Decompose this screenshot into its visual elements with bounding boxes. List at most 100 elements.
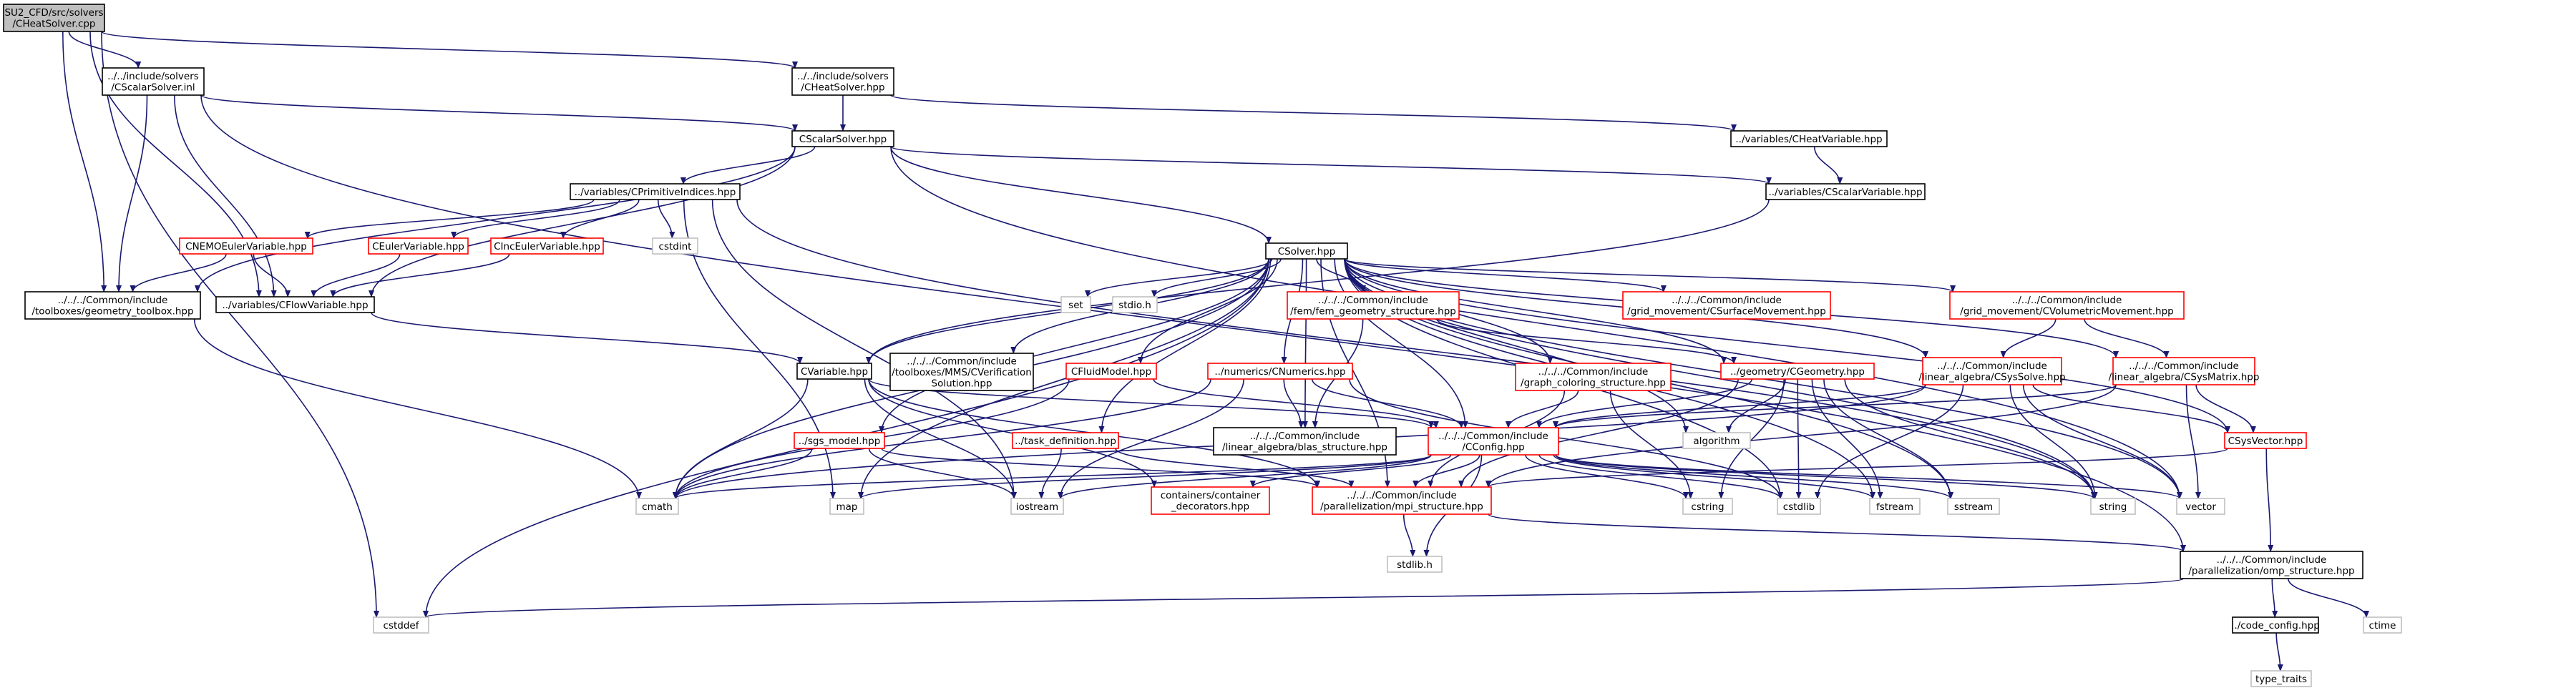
edge-scalarsolver-hpp-to-flowvariable (369, 146, 796, 298)
node-box (368, 237, 469, 255)
node-box (794, 432, 885, 449)
node-mmsverif[interactable]: ../../../Common/include/toolboxes/MMS/CV… (889, 353, 1034, 391)
node-cstdint[interactable]: cstdint (652, 237, 698, 255)
node-algorithm[interactable]: algorithm (1682, 432, 1751, 449)
node-string[interactable]: string (2090, 498, 2136, 515)
node-label: ../../../Common/include (2129, 360, 2239, 372)
node-box (1312, 486, 1492, 515)
edge-csolver-to-fluidmodel (1138, 258, 1278, 364)
node-ctime[interactable]: ctime (2363, 616, 2402, 634)
node-csolver[interactable]: CSolver.hpp (1265, 242, 1348, 260)
node-nemoeuler[interactable]: CNEMOEulerVariable.hpp (179, 237, 313, 255)
edge-sgsmodel-to-iostream (868, 448, 1017, 499)
edge-cconfig-to-vector (1555, 454, 2182, 499)
node-cconfig[interactable]: ../../../Common/include/CConfig.hpp (1428, 427, 1559, 456)
node-csysvector[interactable]: CSysVector.hpp (2224, 432, 2307, 449)
node-label: /grid_movement/CSurfaceMovement.hpp (1627, 306, 1826, 318)
node-surfmove[interactable]: ../../../Common/include/grid_movement/CS… (1622, 291, 1831, 320)
node-root[interactable]: SU2_CFD/src/solvers/CHeatSolver.cpp (3, 4, 105, 32)
edge-scalarsolver-inl-to-scalarsolver-hpp (200, 94, 798, 132)
node-cstring[interactable]: cstring (1682, 498, 1733, 515)
node-ompstruct[interactable]: ../../../Common/include/parallelization/… (2180, 551, 2363, 579)
edge-cconfig-to-containers (1249, 454, 1452, 488)
node-flowvariable[interactable]: ../variables/CFlowVariable.hpp (215, 296, 375, 313)
node-scalarsolver-hpp[interactable]: CScalarSolver.hpp (791, 130, 894, 147)
node-blas[interactable]: ../../../Common/include/linear_algebra/b… (1213, 427, 1397, 456)
node-fluidmodel[interactable]: CFluidModel.hpp (1065, 363, 1157, 380)
node-stdio[interactable]: stdio.h (1112, 296, 1158, 313)
node-label: /CConfig.hpp (1462, 442, 1524, 453)
edge-syssolve-to-csysvector (2032, 384, 2230, 433)
edge-cconfig-to-cstring (1525, 454, 1689, 499)
node-mpistruct[interactable]: ../../../Common/include/parallelization/… (1312, 486, 1492, 515)
edge-flowvariable-to-cvariable (371, 312, 803, 364)
edge-sysmatrix-to-mpistruct (1485, 384, 2117, 488)
node-volmove[interactable]: ../../../Common/include/grid_movement/CV… (1949, 291, 2185, 320)
node-cstddef[interactable]: cstddef (373, 616, 429, 634)
node-inceuler[interactable]: CIncEulerVariable.hpp (490, 237, 604, 255)
edge-nemoeuler-to-flowvariable (253, 253, 291, 298)
node-heatvariable[interactable]: ../variables/CHeatVariable.hpp (1730, 130, 1888, 147)
node-femgeom[interactable]: ../../../Common/include/fem/fem_geometry… (1287, 291, 1460, 320)
edge-heatvariable-to-scalarvariable (1813, 146, 1843, 185)
edge-csolver-to-blas (1302, 258, 1308, 428)
node-box (829, 498, 864, 515)
node-box (179, 237, 313, 255)
edge-csolver-to-cgeometry (1344, 258, 1727, 364)
node-eulervar[interactable]: CEulerVariable.hpp (368, 237, 469, 255)
node-label: string (2099, 501, 2127, 513)
node-cgeometry[interactable]: ../geometry/CGeometry.hpp (1720, 363, 1875, 380)
node-sgsmodel[interactable]: ../sgs_model.hpp (794, 432, 885, 449)
node-primitiveindices[interactable]: ../variables/CPrimitiveIndices.hpp (570, 183, 741, 200)
node-sstream[interactable]: sstream (1947, 498, 2000, 515)
node-cvariable[interactable]: CVariable.hpp (796, 363, 872, 380)
node-iostream[interactable]: iostream (1010, 498, 1064, 515)
edge-cgeometry-to-sstream (1823, 378, 1953, 499)
node-label: ../../../Common/include (1672, 295, 1782, 306)
node-label: CSysVector.hpp (2228, 436, 2303, 447)
node-label: /grid_movement/CVolumetricMovement.hpp (1960, 306, 2173, 318)
edge-csolver-to-surfmove (1344, 258, 1667, 293)
node-label: /CScalarSolver.inl (111, 82, 195, 94)
node-heatsolver-hpp[interactable]: ../../include/solvers/CHeatSolver.hpp (791, 67, 894, 96)
edge-csolver-to-stdio (1151, 258, 1282, 298)
node-scalarvariable[interactable]: ../variables/CScalarVariable.hpp (1765, 183, 1926, 200)
edge-primitiveindices-to-nemoeuler (304, 199, 595, 239)
edge-taskdef-to-iostream (1038, 448, 1062, 499)
node-codeconfig[interactable]: ../code_config.hpp (2231, 616, 2320, 634)
node-box (102, 67, 205, 96)
node-label: containers/container (1161, 490, 1261, 501)
node-containers[interactable]: containers/container_decorators.hpp (1151, 486, 1270, 515)
edge-root-to-heatsolver-hpp (101, 31, 798, 69)
edge-scalarsolver-hpp-to-geomtoolbox (195, 146, 796, 293)
node-geomtoolbox[interactable]: ../../../Common/include/toolboxes/geomet… (24, 291, 201, 320)
node-cmath[interactable]: cmath (635, 498, 679, 515)
node-cstdlib[interactable]: cstdlib (1777, 498, 1821, 515)
node-set[interactable]: set (1060, 296, 1091, 313)
node-vector[interactable]: vector (2176, 498, 2225, 515)
node-label: ../../include/solvers (797, 71, 889, 82)
node-fstream[interactable]: fstream (1869, 498, 1921, 515)
node-label: ../../include/solvers (107, 71, 199, 82)
edge-ompstruct-to-ctime (2288, 578, 2369, 618)
node-sysmatrix[interactable]: ../../../Common/include/linear_algebra/C… (2109, 357, 2260, 385)
node-box (24, 291, 201, 320)
node-label: vector (2185, 501, 2216, 513)
node-map[interactable]: map (829, 498, 864, 515)
node-taskdef[interactable]: ../task_definition.hpp (1012, 432, 1119, 449)
node-label: ../../../Common/include (1347, 490, 1457, 501)
node-box (2176, 498, 2225, 515)
node-label: /linear_algebra/blas_structure.hpp (1222, 442, 1387, 453)
node-box (1265, 242, 1348, 260)
node-graphcolor[interactable]: ../../../Common/include/graph_coloring_s… (1515, 363, 1672, 391)
edge-syssolve-to-cconfig (1553, 384, 1926, 428)
node-typetraits[interactable]: type_traits (2250, 670, 2312, 687)
node-cnumerics[interactable]: ../numerics/CNumerics.hpp (1207, 363, 1353, 380)
node-scalarsolver-inl[interactable]: ../../include/solvers/CScalarSolver.inl (102, 67, 205, 96)
edge-cgeometry-to-string (1844, 378, 2097, 499)
node-label: /toolboxes/geometry_toolbox.hpp (31, 306, 193, 318)
node-box (635, 498, 679, 515)
node-syssolve[interactable]: ../../../Common/include/linear_algebra/C… (1918, 357, 2066, 385)
node-box (889, 353, 1034, 391)
node-stdlib[interactable]: stdlib.h (1387, 556, 1443, 573)
